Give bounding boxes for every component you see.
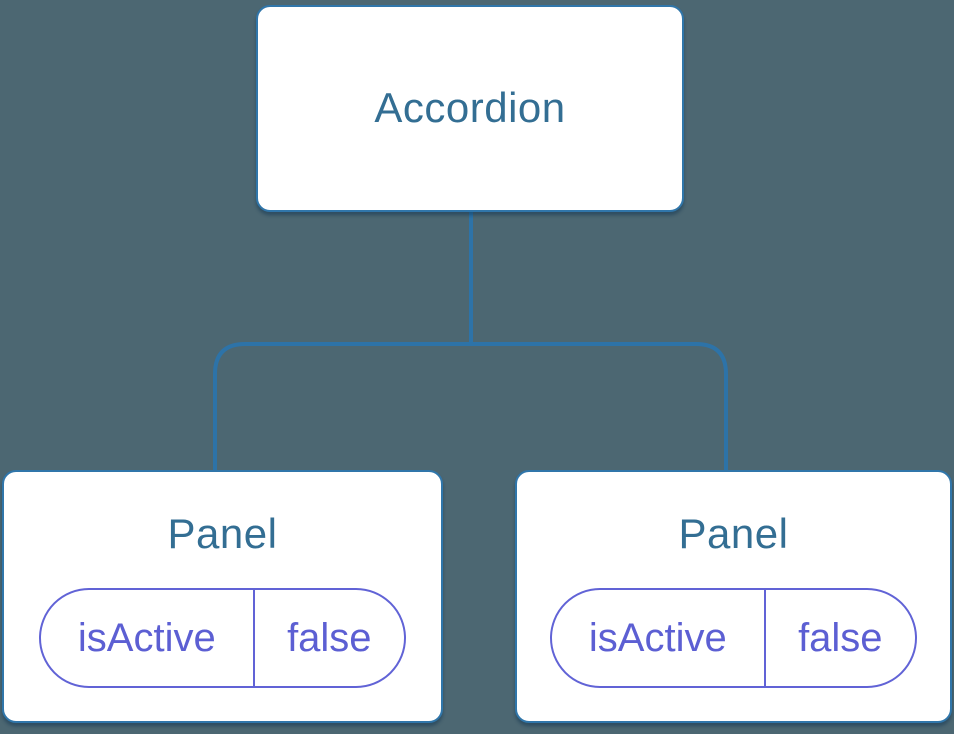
panel-node-label: Panel [167, 510, 278, 557]
state-value: false [287, 615, 372, 660]
accordion-node-label: Accordion [374, 84, 566, 132]
panel-node-label: Panel [678, 510, 789, 557]
state-key: isActive [41, 590, 255, 687]
panel-node: Panel isActive false [515, 470, 952, 723]
state-pill: isActive false [550, 588, 917, 689]
state-pill: isActive false [39, 588, 406, 689]
state-value: false [798, 615, 883, 660]
panel-node: Panel isActive false [2, 470, 443, 723]
accordion-node: Accordion [256, 5, 684, 212]
connector-fork [213, 342, 728, 470]
state-key: isActive [552, 590, 766, 687]
